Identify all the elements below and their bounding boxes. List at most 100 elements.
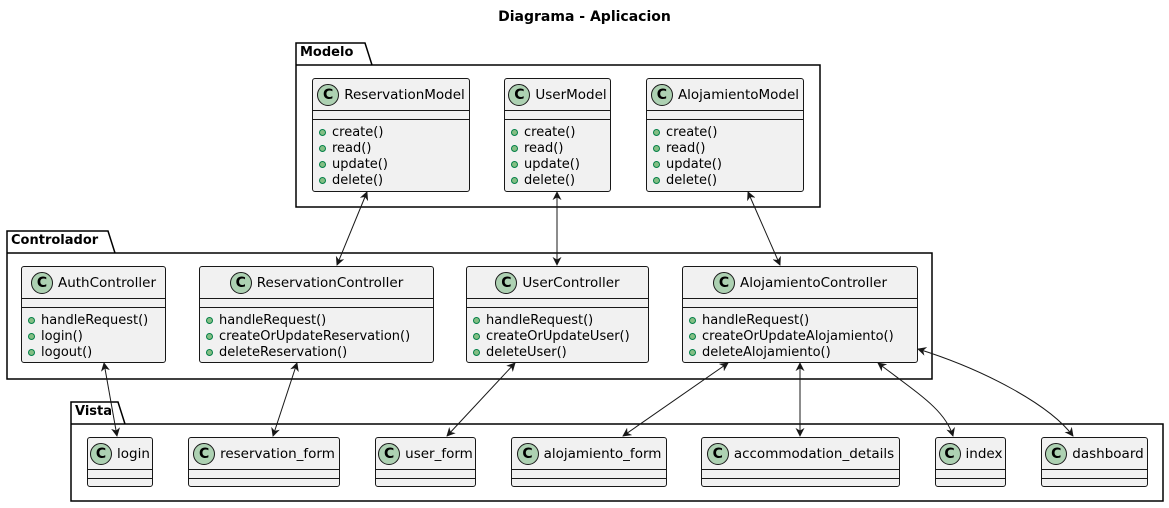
method-item: delete() [511, 172, 610, 188]
public-visibility-icon [206, 332, 213, 340]
relation-auth-controller-login [100, 362, 121, 437]
method-item: createOrUpdateUser() [473, 328, 648, 344]
package-label-controlador: Controlador [11, 233, 99, 248]
public-visibility-icon [689, 316, 696, 324]
public-visibility-icon [511, 176, 518, 184]
public-visibility-icon [28, 316, 35, 324]
class-name: index [965, 445, 1003, 462]
public-visibility-icon [653, 128, 660, 136]
relation-alojamiento-model-controller [747, 191, 781, 266]
class-icon: C [706, 442, 729, 465]
method-item: handleRequest() [206, 312, 433, 328]
public-visibility-icon [319, 144, 326, 152]
class-icon: C [317, 83, 340, 106]
method-item: create() [511, 124, 610, 140]
class-name: alojamiento_form [543, 445, 662, 462]
method-item: handleRequest() [28, 312, 165, 328]
method-item: update() [653, 156, 803, 172]
class-icon: C [508, 83, 531, 106]
method-item: createOrUpdateReservation() [206, 328, 433, 344]
method-item: read() [653, 140, 803, 156]
class-icon: C [516, 442, 539, 465]
method-item: update() [319, 156, 469, 172]
relation-user-controller-form [446, 362, 516, 437]
public-visibility-icon [319, 160, 326, 168]
package-frame-controlador [6, 230, 933, 380]
public-visibility-icon [206, 316, 213, 324]
method-item: update() [511, 156, 610, 172]
method-item: create() [319, 124, 469, 140]
method-item: delete() [653, 172, 803, 188]
method-item: create() [653, 124, 803, 140]
class-icon: C [938, 442, 961, 465]
class-icon: C [193, 442, 216, 465]
method-item: logout() [28, 344, 165, 360]
public-visibility-icon [473, 348, 480, 356]
package-label-vista: Vista [75, 404, 113, 419]
public-visibility-icon [653, 144, 660, 152]
public-visibility-icon [653, 160, 660, 168]
public-visibility-icon [511, 128, 518, 136]
class-icon: C [90, 442, 113, 465]
class-name: reservation_form [220, 445, 335, 462]
public-visibility-icon [689, 348, 696, 356]
package-label-modelo: Modelo [300, 45, 354, 60]
method-item: deleteUser() [473, 344, 648, 360]
public-visibility-icon [653, 176, 660, 184]
class-icon: C [30, 271, 53, 294]
public-visibility-icon [206, 348, 213, 356]
class-name: UserController [522, 274, 620, 291]
relation-alojamiento-controller-form [622, 362, 729, 437]
class-icon: C [378, 442, 401, 465]
class-name: dashboard [1072, 445, 1144, 462]
class-name: accommodation_details [733, 445, 895, 462]
class-name: AuthController [57, 274, 157, 291]
class-icon: C [229, 271, 252, 294]
class-icon: C [495, 271, 518, 294]
public-visibility-icon [28, 332, 35, 340]
method-item: read() [511, 140, 610, 156]
class-icon: C [650, 83, 673, 106]
method-item: login() [28, 328, 165, 344]
public-visibility-icon [689, 332, 696, 340]
public-visibility-icon [473, 332, 480, 340]
relation-reservation-model-controller [335, 191, 369, 266]
public-visibility-icon [511, 160, 518, 168]
class-icon: C [713, 271, 735, 294]
class-name: ReservationController [256, 274, 404, 291]
method-item: read() [319, 140, 469, 156]
relation-reservation-controller-form [271, 362, 299, 437]
method-item: handleRequest() [689, 312, 917, 328]
class-name: user_form [405, 445, 473, 462]
class-alojamiento-controller[interactable]: C AlojamientoController handleRequest() c… [682, 266, 918, 363]
class-name: AlojamientoController [740, 274, 887, 291]
class-icon: C [1045, 442, 1068, 465]
method-item: createOrUpdateAlojamiento() [689, 328, 917, 344]
method-item: delete() [319, 172, 469, 188]
method-item: handleRequest() [473, 312, 648, 328]
public-visibility-icon [473, 316, 480, 324]
class-name: AlojamientoModel [677, 86, 800, 103]
public-visibility-icon [319, 128, 326, 136]
class-name: ReservationModel [344, 86, 465, 103]
public-visibility-icon [28, 348, 35, 356]
method-item: deleteReservation() [206, 344, 433, 360]
public-visibility-icon [319, 176, 326, 184]
diagram-title: Diagrama - Aplicacion [498, 9, 671, 25]
class-name: UserModel [535, 86, 607, 103]
method-item: deleteAlojamiento() [689, 344, 917, 360]
